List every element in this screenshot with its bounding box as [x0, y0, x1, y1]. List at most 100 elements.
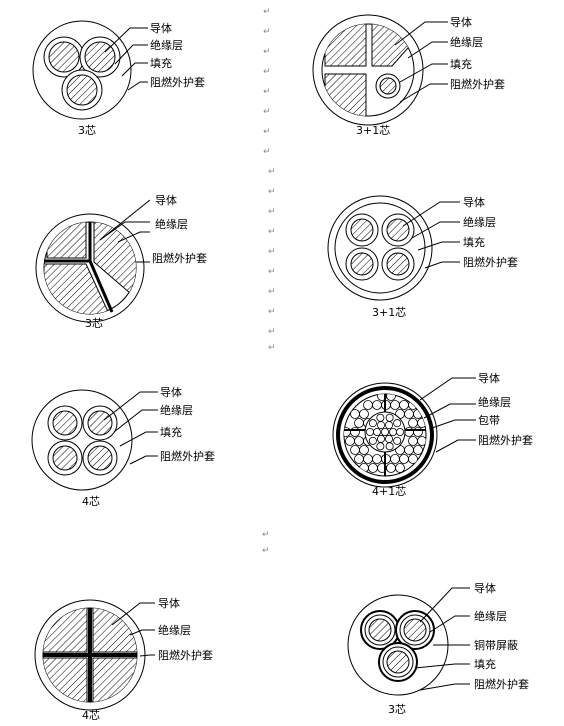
label-insulation: 绝缘层 — [474, 609, 507, 623]
paragraph-mark: ↵ — [268, 307, 276, 317]
conductor-strand — [386, 394, 396, 401]
conductor-strand — [350, 445, 360, 455]
conductor-strand — [354, 454, 364, 464]
conductor-strand — [359, 445, 369, 455]
conductor-strand — [363, 454, 373, 464]
paragraph-mark: ↵ — [262, 530, 270, 540]
caption: 3芯 — [388, 702, 406, 716]
conductor-strand — [372, 454, 382, 464]
center-conductor-strand — [365, 427, 374, 436]
conductor-strand — [386, 463, 396, 473]
paragraph-mark: ↵ — [263, 127, 271, 137]
conductor-strand — [404, 445, 414, 455]
label-sheath: 阻燃外护套 — [150, 75, 205, 89]
label-filler: 填充 — [463, 235, 485, 249]
diagram-4-core-sector: 导体 绝缘层 阻燃外护套 4芯 — [34, 596, 213, 722]
paragraph-mark: ↵ — [268, 287, 276, 297]
conductor-strand — [399, 400, 409, 410]
label-conductor: 导体 — [450, 15, 472, 29]
paragraph-mark: ↵ — [263, 7, 271, 17]
conductor-strand — [354, 418, 364, 428]
diagram-3-core-round: 导体 绝缘层 填充 阻燃外护套 3芯 — [32, 20, 205, 137]
paragraph-mark: ↵ — [268, 267, 276, 277]
center-conductor-strand — [376, 434, 385, 443]
center-conductor-strand — [384, 421, 393, 430]
conductor-strand — [399, 454, 409, 464]
conductor-strand — [408, 418, 418, 428]
diagram-4plus1-core-stranded: 导体 绝缘层 包带 阻燃外护套 4+1芯 — [332, 371, 533, 498]
center-conductor-strand — [368, 419, 377, 428]
center-conductor-strand — [385, 442, 394, 451]
label-insulation: 绝缘层 — [450, 35, 483, 49]
center-conductor-strand — [384, 434, 393, 443]
conductor-strand — [368, 463, 378, 473]
conductor-strand — [354, 436, 364, 446]
paragraph-mark: ↵ — [262, 546, 270, 556]
center-conductor-strand — [393, 419, 402, 428]
label-conductor: 导体 — [155, 193, 177, 207]
label-sheath: 阻燃外护套 — [463, 255, 518, 269]
label-sheath: 阻燃外护套 — [160, 449, 215, 463]
caption: 3芯 — [85, 316, 103, 330]
conductor-strand — [350, 427, 360, 437]
label-filler: 填充 — [160, 425, 182, 439]
paragraph-mark: ↵ — [263, 67, 271, 77]
paragraph-mark: ↵ — [263, 87, 271, 97]
label-insulation: 绝缘层 — [155, 217, 188, 231]
center-conductor-strand — [388, 427, 397, 436]
diagram-3plus1-core-round: 导体 绝缘层 填充 阻燃外护套 3+1芯 — [327, 195, 518, 319]
paragraph-mark: ↵ — [263, 107, 271, 117]
label-sheath: 阻燃外护套 — [478, 433, 533, 447]
paragraph-mark: ↵ — [268, 327, 276, 337]
label-conductor: 导体 — [158, 596, 180, 610]
paragraph-mark: ↵ — [268, 187, 276, 197]
label-insulation: 绝缘层 — [150, 38, 183, 52]
paragraph-mark: ↵ — [268, 207, 276, 217]
paragraph-mark: ↵ — [263, 147, 271, 157]
conductor-strand — [404, 427, 414, 437]
center-conductor-strand — [372, 427, 381, 436]
conductor-strand — [363, 400, 373, 410]
conductor-strand — [372, 400, 382, 410]
paragraph-mark: ↵ — [268, 343, 276, 353]
diagram-3-core-shielded: 导体 绝缘层 铜带屏蔽 填充 阻燃外护套 3芯 — [347, 581, 529, 716]
label-insulation: 绝缘层 — [478, 395, 511, 409]
label-filler: 填充 — [474, 657, 496, 671]
label-filler: 填充 — [450, 57, 472, 71]
conductor-strand — [413, 445, 423, 455]
conductor-strand — [408, 454, 418, 464]
label-insulation: 绝缘层 — [463, 215, 496, 229]
label-conductor: 导体 — [463, 195, 485, 209]
paragraph-mark: ↵ — [268, 167, 276, 177]
paragraph-mark: ↵ — [268, 227, 276, 237]
conductor-strand — [390, 454, 400, 464]
label-conductor: 导体 — [150, 21, 172, 35]
diagram-3-core-sector: 导体 绝缘层 阻燃外护套 3芯 — [35, 193, 207, 330]
conductor-strand — [408, 436, 418, 446]
conductor-strand — [413, 427, 423, 437]
caption: 4+1芯 — [372, 484, 406, 498]
conductor-strand — [390, 400, 400, 410]
center-conductor-strand — [368, 436, 377, 445]
conductor-strand — [417, 436, 426, 446]
center-conductor-strand — [376, 421, 385, 430]
paragraph-mark: ↵ — [263, 27, 271, 37]
label-sheath: 阻燃外护套 — [450, 77, 505, 91]
paragraph-marks: ↵↵↵↵↵↵↵↵↵↵↵↵↵↵↵↵↵↵↵↵ — [262, 7, 276, 556]
paragraph-mark: ↵ — [263, 47, 271, 57]
center-conductor-strand — [380, 427, 389, 436]
conductor-strand — [359, 409, 369, 419]
label-sheath: 阻燃外护套 — [158, 648, 213, 662]
label-conductor: 导体 — [474, 581, 496, 595]
label-tape: 包带 — [478, 414, 500, 427]
label-copper-tape-shield: 铜带屏蔽 — [474, 638, 518, 652]
caption: 4芯 — [82, 494, 100, 508]
label-sheath: 阻燃外护套 — [152, 251, 207, 265]
conductor-strand — [404, 409, 414, 419]
label-sheath: 阻燃外护套 — [474, 677, 529, 691]
conductor-strand — [345, 436, 355, 446]
caption: 4芯 — [82, 708, 100, 722]
caption: 3+1芯 — [356, 123, 390, 137]
label-conductor: 导体 — [160, 385, 182, 399]
